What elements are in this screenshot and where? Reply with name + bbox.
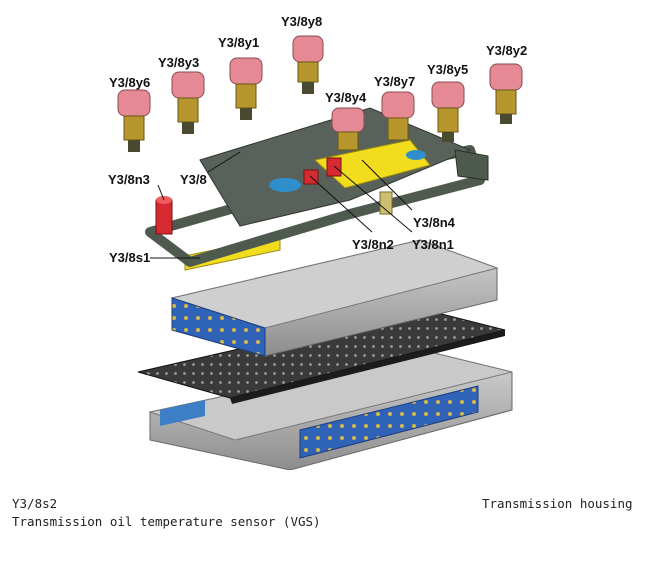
label-y3-8y2: Y3/8y2 [486,43,528,58]
solenoid-y2 [489,63,523,124]
solenoid-y6 [117,89,151,152]
label-y3-8y1: Y3/8y1 [218,35,260,50]
label-y3-8: Y3/8 [180,172,207,187]
solenoid-y4 [331,107,365,151]
solenoid-y8 [292,35,324,94]
label-y3-8y7: Y3/8y7 [374,74,416,89]
label-y3-8n1: Y3/8n1 [412,237,454,252]
sensor-n3 [155,196,173,235]
solenoid-y3 [171,71,205,134]
label-y3-8y6: Y3/8y6 [109,75,151,90]
leader-lines [150,151,413,259]
caption-description: Transmission oil temperature sensor (VGS… [12,514,321,529]
label-y3-8y5: Y3/8y5 [427,62,469,77]
label-y3-8n4: Y3/8n4 [413,215,455,230]
solenoid-y1 [229,57,263,120]
caption-code: Y3/8s2 [12,496,58,511]
label-y3-8n3: Y3/8n3 [108,172,150,187]
caption-location: Transmission housing [482,496,633,511]
label-y3-8y8: Y3/8y8 [281,14,323,29]
sensor-n1 [326,157,393,215]
lower-valve-body [148,351,513,470]
label-y3-8s1: Y3/8s1 [109,250,151,265]
valve-body-diagram [117,35,523,470]
label-y3-8n2: Y3/8n2 [352,237,394,252]
solenoid-y7 [381,91,415,141]
label-y3-8y4: Y3/8y4 [325,90,367,105]
label-y3-8y3: Y3/8y3 [158,55,200,70]
solenoid-y5 [431,81,465,142]
